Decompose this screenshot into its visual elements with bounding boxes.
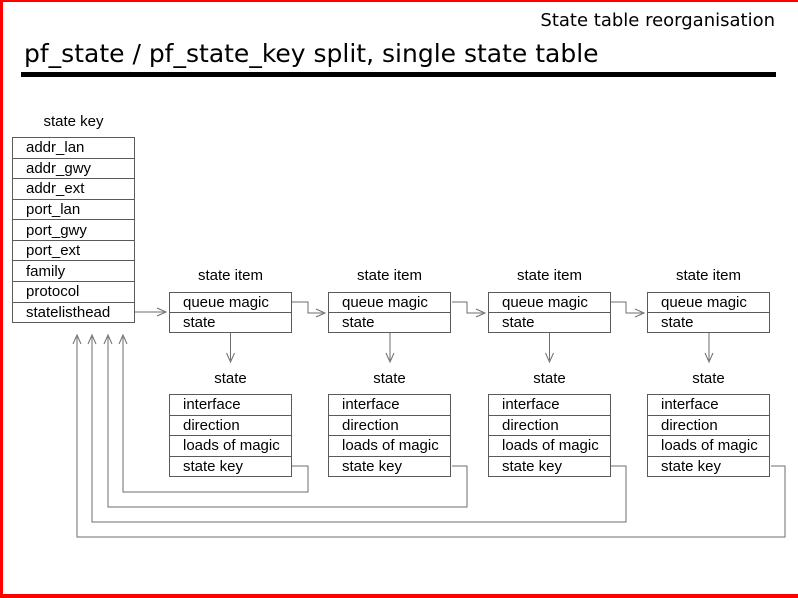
- state-item-row-state: state: [489, 312, 610, 332]
- arrow-item2-to-state2: [385, 333, 395, 364]
- state-row-direction: direction: [489, 414, 610, 436]
- state-item-1-label: state item: [197, 267, 264, 284]
- state-row-state-key: state key: [329, 455, 450, 477]
- state-key-row-family: family: [13, 260, 134, 281]
- state-key-label: state key: [43, 113, 104, 130]
- state-key-table: addr_lan addr_gwy addr_ext port_lan port…: [12, 137, 135, 323]
- state-item-row-state: state: [648, 312, 769, 332]
- state-row-loads-of-magic: loads of magic: [648, 435, 769, 456]
- title-underline: [21, 72, 776, 77]
- state-key-row-addr_ext: addr_ext: [13, 178, 134, 199]
- state-item-row-queue-magic: queue magic: [183, 294, 269, 311]
- state-item-row-queue-magic: queue magic: [342, 294, 428, 311]
- arrow-statelisthead-to-item1: [135, 307, 168, 317]
- state-row-state-key: state key: [489, 455, 610, 477]
- state-row-direction: direction: [170, 414, 291, 436]
- arrow-item3-to-item4: [611, 301, 646, 318]
- state-1-label: state: [214, 370, 247, 387]
- state-2-label: state: [373, 370, 406, 387]
- state-row-loads-of-magic: loads of magic: [489, 435, 610, 456]
- state-key-row-port_ext: port_ext: [13, 239, 134, 261]
- state-item-1-box: queue magic state: [169, 292, 292, 333]
- arrow-item1-to-state1: [226, 333, 235, 364]
- slide-border-bottom: [0, 594, 798, 598]
- state-row-loads-of-magic: loads of magic: [170, 435, 291, 456]
- slide-corner-label: State table reorganisation: [540, 10, 775, 31]
- arrow-item3-to-state3: [545, 333, 554, 364]
- state-3-label: state: [533, 370, 566, 387]
- state-row-loads-of-magic: loads of magic: [329, 435, 450, 456]
- state-key-row-port_lan: port_lan: [13, 198, 134, 220]
- state-item-3-box: queue magic state: [488, 292, 611, 333]
- state-row-interface: interface: [183, 396, 241, 414]
- slide-border-top: [0, 0, 798, 2]
- state-row-direction: direction: [648, 414, 769, 436]
- state-item-row-queue-magic: queue magic: [661, 294, 747, 311]
- slide-border-left: [0, 0, 3, 598]
- state-key-row-protocol: protocol: [13, 280, 134, 302]
- state-row-state-key: state key: [170, 455, 291, 477]
- arrow-item1-to-item2: [292, 301, 327, 318]
- state-item-2-box: queue magic state: [328, 292, 451, 333]
- state-row-state-key: state key: [648, 455, 769, 477]
- state-2-box: interface direction loads of magic state…: [328, 394, 451, 477]
- state-item-2-label: state item: [356, 267, 423, 284]
- state-row-direction: direction: [329, 414, 450, 436]
- state-item-row-queue-magic: queue magic: [502, 294, 588, 311]
- state-item-3-label: state item: [516, 267, 583, 284]
- state-item-row-state: state: [329, 312, 450, 332]
- state-key-row-port_gwy: port_gwy: [13, 219, 134, 240]
- state-item-4-label: state item: [675, 267, 742, 284]
- state-1-box: interface direction loads of magic state…: [169, 394, 292, 477]
- state-item-row-state: state: [170, 312, 291, 332]
- state-row-interface: interface: [342, 396, 400, 414]
- state-4-label: state: [692, 370, 725, 387]
- arrow-item4-to-state4: [704, 333, 714, 364]
- state-key-row-addr_lan: addr_lan: [26, 139, 85, 157]
- state-row-interface: interface: [661, 396, 719, 414]
- page-title: pf_state / pf_state_key split, single st…: [24, 39, 599, 68]
- state-4-box: interface direction loads of magic state…: [647, 394, 770, 477]
- state-3-box: interface direction loads of magic state…: [488, 394, 611, 477]
- state-key-row-statelisthead: statelisthead: [13, 301, 134, 323]
- arrow-item2-to-item3: [452, 301, 487, 318]
- state-row-interface: interface: [502, 396, 560, 414]
- state-key-row-addr_gwy: addr_gwy: [13, 157, 134, 179]
- state-item-4-box: queue magic state: [647, 292, 770, 333]
